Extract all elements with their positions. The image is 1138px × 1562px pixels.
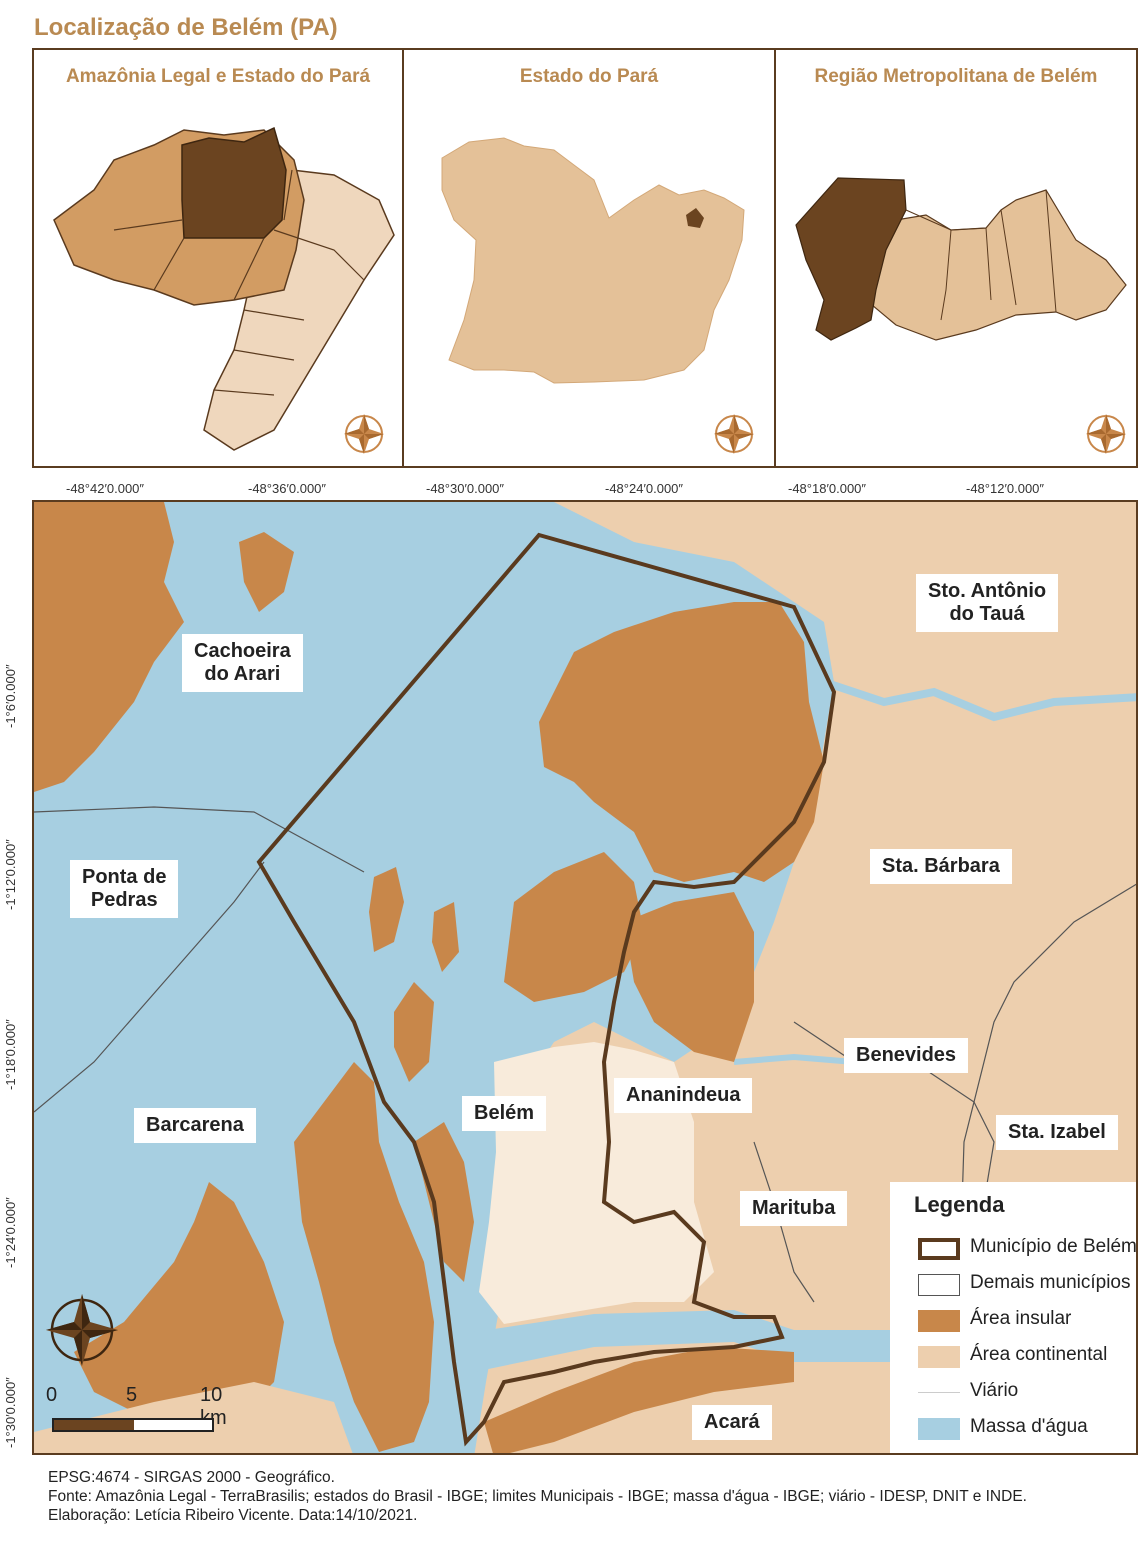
legend-item: Município de Belém (918, 1232, 1137, 1262)
legend-swatch-agua (918, 1418, 960, 1440)
latitude-label: -1°30′0.000″ (3, 1377, 18, 1448)
inset-estado-para: Estado do Pará (402, 48, 776, 468)
legend-swatch-insular (918, 1310, 960, 1332)
map-title: Localização de Belém (PA) (34, 14, 338, 41)
legend-label: Massa d'água (970, 1416, 1088, 1437)
marajo-island (34, 502, 184, 792)
place-acara: Acará (692, 1405, 772, 1440)
map-footer: EPSG:4674 - SIRGAS 2000 - Geográfico. Fo… (48, 1468, 1108, 1525)
scale-bar-graphic (52, 1418, 214, 1432)
place-marituba: Marituba (740, 1191, 848, 1226)
legend-label: Demais municípios (970, 1272, 1131, 1293)
footer-projection: EPSG:4674 - SIRGAS 2000 - Geográfico. (48, 1469, 335, 1486)
inset-regiao-metropolitana: Região Metropolitana de Belém (774, 48, 1138, 468)
inset-title: Região Metropolitana de Belém (814, 66, 1098, 87)
para-shape (441, 137, 745, 384)
longitude-label: -48°30′0.000″ (426, 481, 505, 496)
mosqueiro-island (539, 602, 824, 882)
scale-bar: 0 5 10 km (46, 1384, 246, 1444)
longitude-label: -48°12′0.000″ (966, 481, 1045, 496)
place-belem: Belém (462, 1096, 547, 1131)
footer-author: Elaboração: Letícia Ribeiro Vicente. Dat… (48, 1507, 418, 1524)
legend-swatch-viario (918, 1382, 960, 1404)
latitude-label: -1°24′0.000″ (3, 1197, 18, 1268)
place-sta-barbara: Sta. Bárbara (870, 849, 1012, 884)
scale-label: 0 (46, 1384, 58, 1406)
place-sta-izabel: Sta. Izabel (996, 1115, 1118, 1150)
legend-label: Viário (970, 1380, 1019, 1401)
compass-rose-icon (344, 414, 384, 454)
inset-amazonia-legal: Amazônia Legal e Estado do Pará (32, 48, 404, 468)
legend-swatch-demais (918, 1274, 960, 1296)
legend-swatch-belem (918, 1238, 960, 1260)
compass-rose-icon (1086, 414, 1126, 454)
latitude-label: -1°12′0.000″ (3, 839, 18, 910)
main-map: Cachoeira do Arari Sto. Antônio do Tauá … (32, 500, 1138, 1455)
rm-municipalities (860, 189, 1127, 341)
legend: Legenda Município de Belém Demais municí… (890, 1182, 1137, 1453)
footer-sources: Fonte: Amazônia Legal - TerraBrasilis; e… (48, 1488, 1027, 1505)
legend-label: Município de Belém (970, 1236, 1137, 1257)
latitude-label: -1°18′0.000″ (3, 1019, 18, 1090)
place-cachoeira-do-arari: Cachoeira do Arari (182, 634, 303, 692)
longitude-label: -48°24′0.000″ (605, 481, 684, 496)
belem-municipality (795, 177, 907, 341)
legend-title: Legenda (914, 1192, 1005, 1217)
legend-item: Demais municípios (918, 1268, 1136, 1298)
brazil-map (53, 126, 395, 454)
legend-item: Área insular (918, 1304, 1136, 1334)
place-barcarena: Barcarena (134, 1108, 256, 1143)
legend-item: Massa d'água (918, 1412, 1136, 1442)
legend-label: Área continental (970, 1344, 1108, 1365)
longitude-label: -48°42′0.000″ (66, 481, 145, 496)
rm-belem-map (795, 177, 1127, 454)
legend-swatch-continental (918, 1346, 960, 1368)
belem-rm-highlight (686, 208, 704, 228)
inset-title: Amazônia Legal e Estado do Pará (65, 66, 371, 87)
place-ananindeua: Ananindeua (614, 1078, 753, 1113)
place-ponta-de-pedras: Ponta de Pedras (70, 860, 179, 918)
place-sto-antonio-do-taua: Sto. Antônio do Tauá (916, 574, 1059, 632)
legend-item: Área continental (918, 1340, 1136, 1370)
belem-boundary (256, 532, 837, 1447)
place-benevides: Benevides (844, 1038, 969, 1073)
legend-label: Área insular (970, 1308, 1072, 1329)
legend-item: Viário (918, 1376, 1136, 1406)
scale-label: 5 (126, 1384, 138, 1406)
compass-rose-icon (46, 1294, 118, 1366)
compass-rose-icon (714, 414, 754, 454)
para-state (181, 126, 287, 239)
inset-title: Estado do Pará (519, 66, 659, 87)
longitude-label: -48°18′0.000″ (788, 481, 867, 496)
latitude-label: -1°6′0.000″ (3, 664, 18, 728)
longitude-label: -48°36′0.000″ (248, 481, 327, 496)
para-map (441, 137, 754, 454)
